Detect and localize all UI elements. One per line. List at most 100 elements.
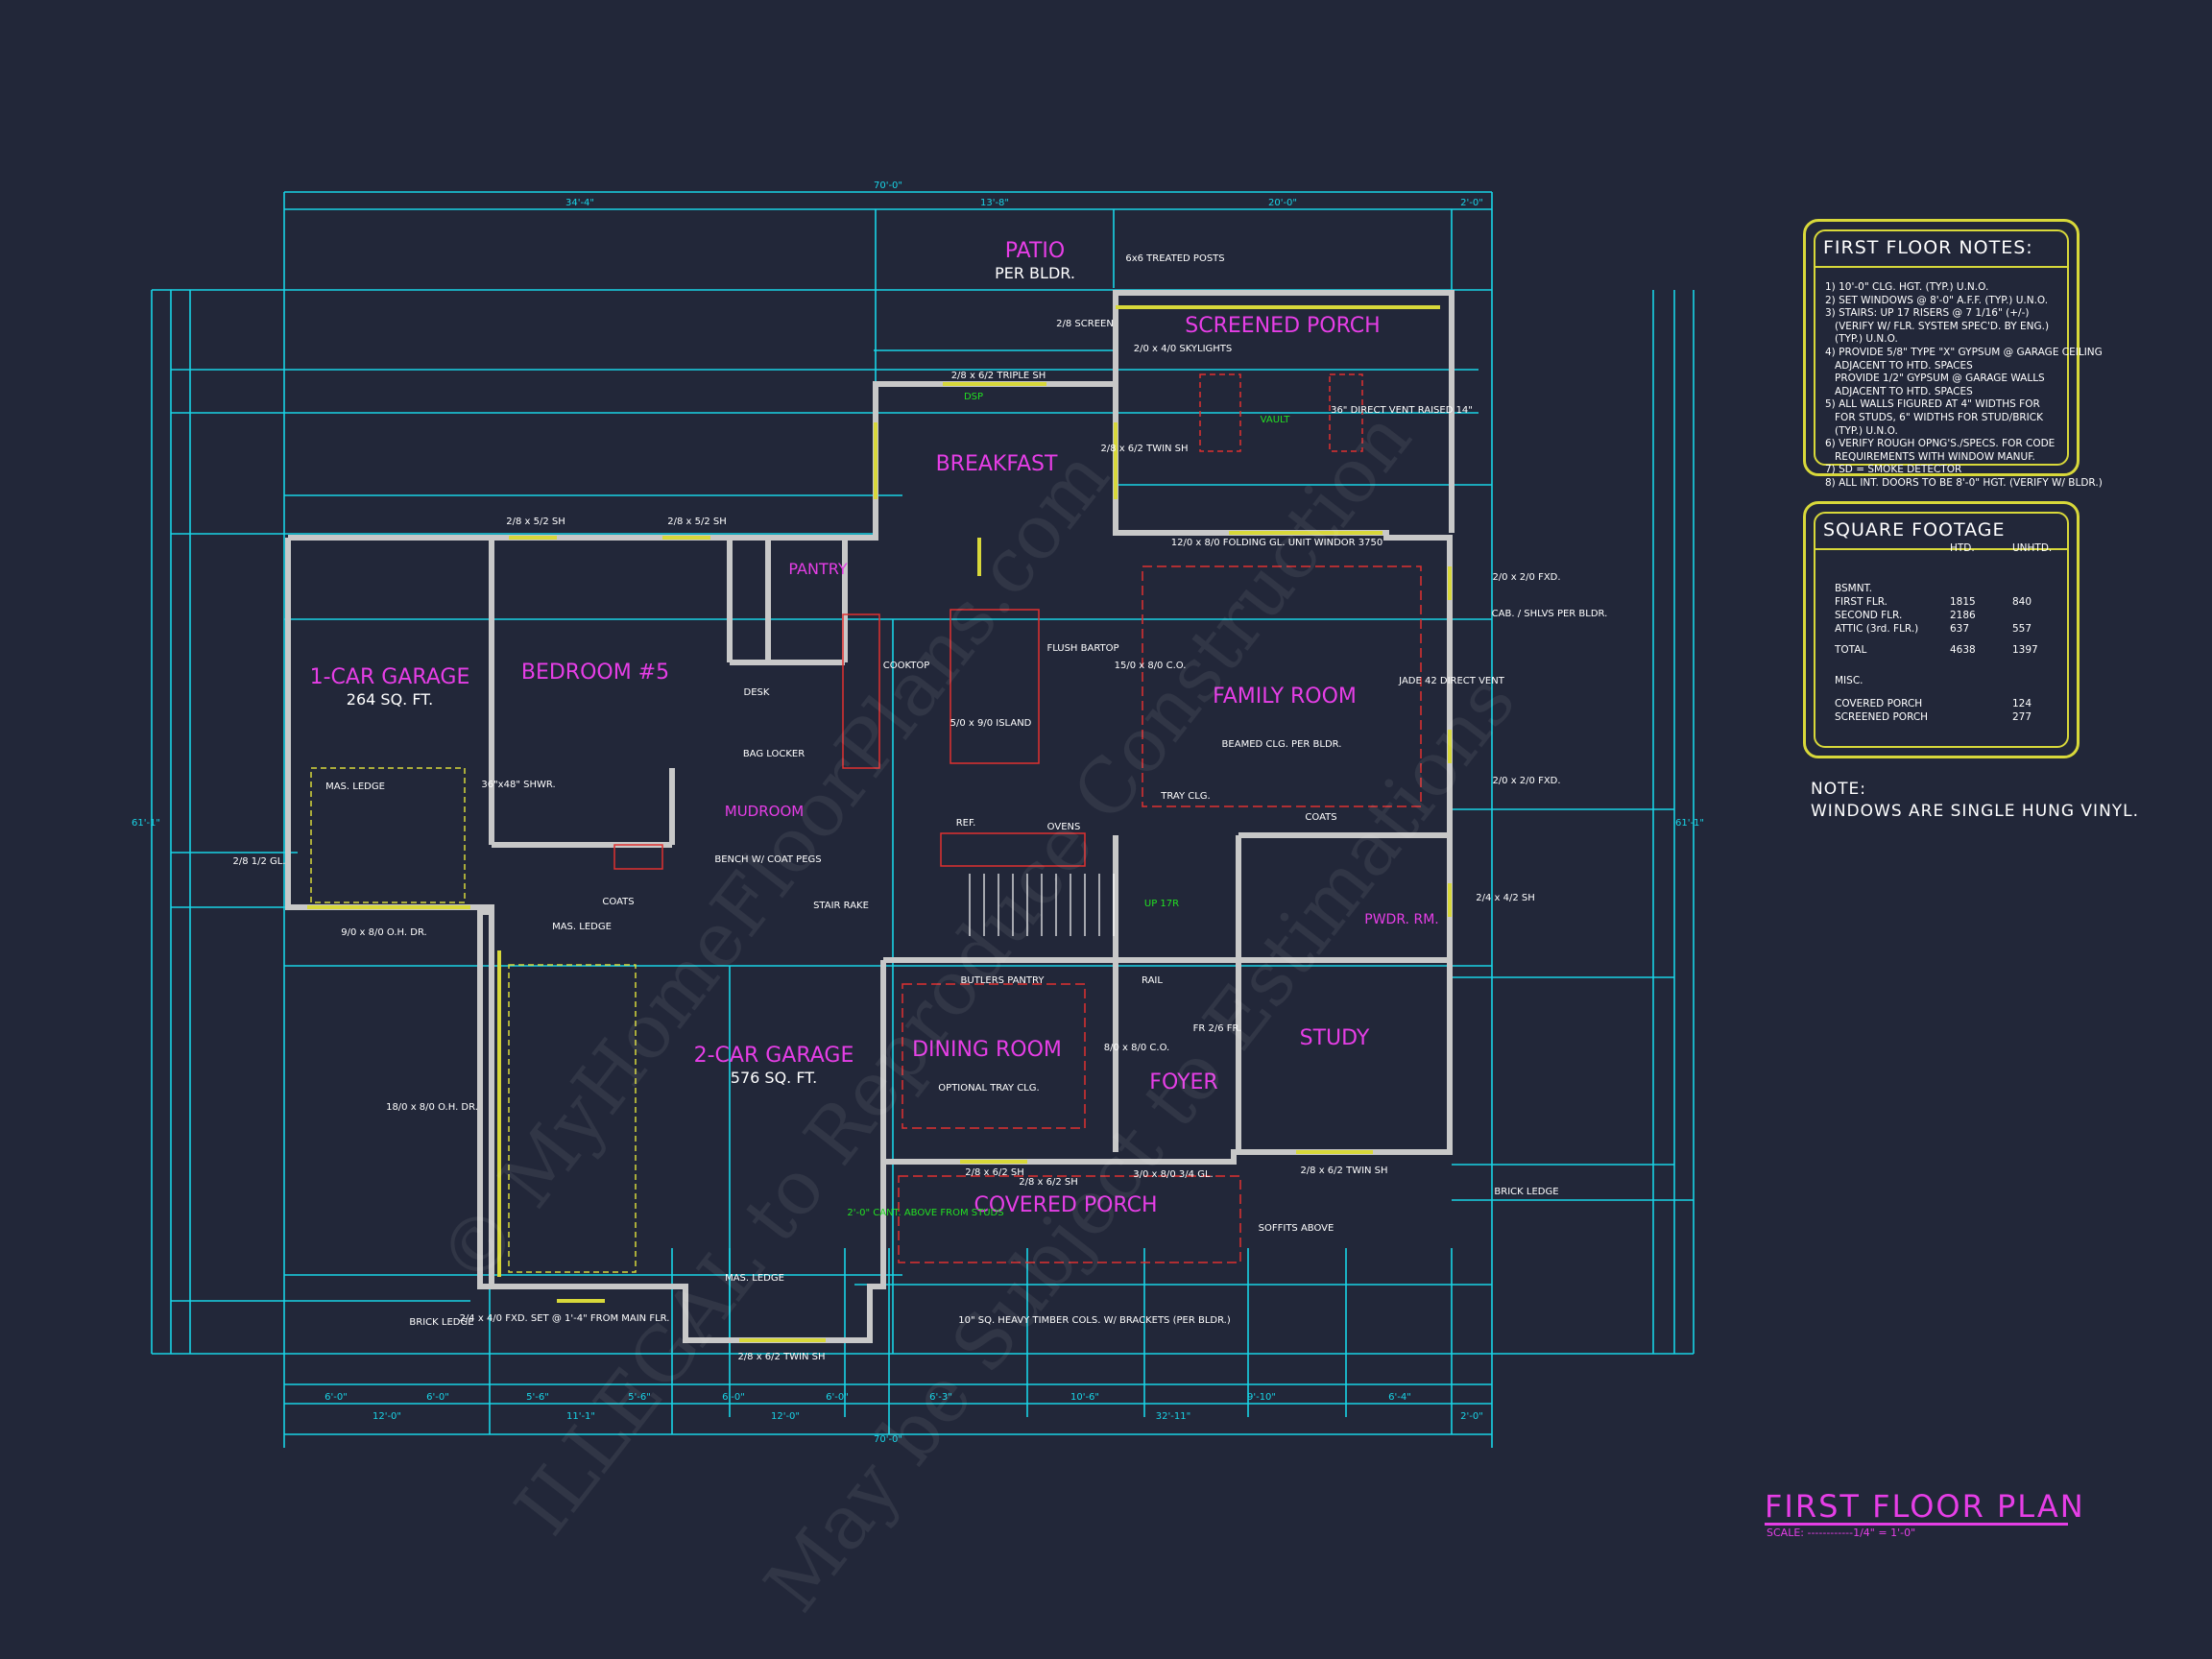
annotation-butlers: BUTLERS PANTRY [961,975,1046,986]
annotation-cab-shlvs: CAB. / SHLVS PER BLDR. [1492,609,1608,619]
dim-bottom-a: 6'-4" [1388,1392,1411,1403]
sqft-htd: 2186 [1950,610,1976,621]
sqft-label: SECOND FLR. [1835,610,1903,621]
sqft-label: SCREENED PORCH [1835,711,1929,723]
annotation-door-foyer: 3/0 x 8/0 3/4 GL. [1133,1169,1213,1180]
dim-bottom-a: 6'-0" [826,1392,849,1403]
room-name: BEDROOM #5 [521,661,669,685]
sqft-htd: 1815 [1950,596,1976,608]
annotation-posts: 6x6 TREATED POSTS [1125,253,1224,264]
plan-title: FIRST FLOOR PLAN [1765,1488,2085,1525]
sqft-unhtd: 840 [2012,596,2032,608]
sqft-unhtd: 277 [2012,711,2032,723]
annotation-tray: TRAY CLG. [1160,791,1210,802]
room-name: FAMILY ROOM [1213,685,1357,709]
sqft-unhtd: 124 [2012,698,2032,709]
annotation-twin-sh-bot: 2/8 x 6/2 TWIN SH [737,1352,825,1362]
sqft-row: FIRST FLR. 1815 840 [1825,596,2063,610]
note-item: 2) SET WINDOWS @ 8'-0" A.F.F. (TYP.) U.N… [1825,294,2049,306]
dim-bottom-a: 5'-6" [526,1392,549,1403]
room-name: PATIO [1005,239,1065,263]
annotation-island: 5/0 x 9/0 ISLAND [950,718,1032,729]
dim-bottom-a: 6'-0" [722,1392,745,1403]
annotation-folding: 12/0 x 8/0 FOLDING GL. UNIT WINDOR 3750 [1171,538,1382,548]
annotation-stair-rake: STAIR RAKE [813,901,869,911]
annotation-cant: 2'-0" CANT. ABOVE FROM STUDS [847,1208,1003,1218]
sqft-row: MISC. [1825,675,2063,688]
annotation-sh-pwdr: 2/4 x 4/2 SH [1476,893,1535,903]
dim-top-segment: 20'-0" [1268,198,1297,208]
note-item: REQUIREMENTS WITH WINDOW MANUF. [1825,450,2035,463]
window-note-text: WINDOWS ARE SINGLE HUNG VINYL. [1811,802,2140,821]
annotation-fxd-1: 2/0 x 2/0 FXD. [1492,572,1560,583]
window-note-label: NOTE: [1811,780,1866,799]
first-floor-notes-panel: FIRST FLOOR NOTES: 1) 10'-0" CLG. HGT. (… [1803,219,2103,489]
dim-bottom-overall: 70'-0" [874,1434,902,1445]
annotation-door-gl: 2/8 1/2 GL. [232,856,285,867]
note-item: 6) VERIFY ROUGH OPNG'S./SPECS. FOR CODE [1825,438,2056,450]
note-item: 8) ALL INT. DOORS TO BE 8'-0" HGT. (VERI… [1825,476,2103,489]
note-item: (TYP.) U.N.O. [1825,424,1898,437]
annotation-sh-porch-1: 2/8 x 6/2 SH [965,1167,1024,1178]
annotation-mas-ledge-3: MAS. LEDGE [725,1273,784,1284]
annotation-sh-bed-1: 2/8 x 5/2 SH [506,517,565,527]
notes-divider [1814,266,2069,268]
annotation-brick-ledge-1: BRICK LEDGE [409,1317,473,1328]
annotation-fxd-2: 2/0 x 2/0 FXD. [1492,776,1560,786]
sqft-col-unhtd: UNHTD. [2012,542,2053,554]
dim-bottom-a: 5'-6" [628,1392,651,1403]
annotation-rail: RAIL [1142,975,1163,986]
sqft-title: SQUARE FOOTAGE [1823,519,2006,541]
annotation-ovens: OVENS [1047,822,1081,832]
annotation-skylights: 2/0 x 4/0 SKYLIGHTS [1134,344,1233,354]
dim-top-segment: 34'-4" [565,198,594,208]
note-item: ADJACENT TO HTD. SPACES [1825,359,1973,372]
sqft-label: TOTAL [1835,644,1867,656]
note-item: ADJACENT TO HTD. SPACES [1825,385,1973,397]
dim-bottom-a: 10'-6" [1070,1392,1099,1403]
dim-bottom-b: 12'-0" [373,1411,401,1422]
dim-top-segment: 13'-8" [980,198,1009,208]
annotation-door-1car: 9/0 x 8/0 O.H. DR. [341,927,426,938]
cabinet-outlines [613,373,1422,1263]
dim-bottom-b: 11'-1" [566,1411,595,1422]
dim-bottom-a: 6'-3" [929,1392,952,1403]
annotation-screen-door: 2/8 SCREEN [1056,319,1114,329]
room-name: FOYER [1149,1070,1217,1094]
annotation-bench: BENCH W/ COAT PEGS [714,854,821,865]
dim-top-segment: 2'-0" [1460,198,1483,208]
note-item: 5) ALL WALLS FIGURED AT 4" WIDTHS FOR [1825,398,2040,411]
sqft-panel-inner-border [1814,512,2069,748]
annotation-twin-sh-top: 2/8 x 6/2 TWIN SH [1100,444,1188,454]
annotation-cooktop: COOKTOP [883,661,930,671]
dim-bottom-b: 12'-0" [771,1411,800,1422]
sqft-label: BSMNT. [1835,583,1873,594]
dim-right-overall: 61'-1" [1675,818,1704,829]
annotation-dsp: DSP [964,392,983,402]
annotation-twin-sh-study: 2/8 x 6/2 TWIN SH [1300,1166,1387,1176]
note-item: 1) 10'-0" CLG. HGT. (TYP.) U.N.O. [1825,281,1989,293]
sqft-col-htd: HTD. [1950,542,1975,554]
note-item: (VERIFY W/ FLR. SYSTEM SPEC'D. BY ENG.) [1825,320,2050,332]
room-name: STUDY [1300,1026,1370,1050]
sqft-label: FIRST FLR. [1835,596,1887,608]
annotation-co-dining: 8/0 x 8/0 C.O. [1104,1043,1169,1053]
dimension-lines [151,191,1695,1448]
annotation-brick-ledge-2: BRICK LEDGE [1494,1187,1558,1197]
annotation-jade: JADE 42 DIRECT VENT [1398,676,1505,686]
square-footage-panel: SQUARE FOOTAGE HTD. UNHTD. BSMNT. FIRST F… [1803,501,2080,758]
sqft-label: COVERED PORCH [1835,698,1923,709]
room-name: PANTRY [788,560,847,578]
annotation-ref: REF. [956,818,976,829]
annotation-optional-tray: OPTIONAL TRAY CLG. [938,1083,1039,1094]
sqft-htd: 4638 [1950,644,1976,656]
annotation-vault: VAULT [1261,415,1291,425]
dim-bottom-a: 6'-0" [426,1392,449,1403]
note-item: 3) STAIRS: UP 17 RISERS @ 7 1/16" (+/-) [1825,307,2030,320]
room-name: 2-CAR GARAGE [694,1044,854,1068]
sqft-row: BSMNT. [1825,583,2063,596]
annotation-co-family: 15/0 x 8/0 C.O. [1115,661,1187,671]
note-item: 7) SD = SMOKE DETECTOR [1825,464,1962,476]
